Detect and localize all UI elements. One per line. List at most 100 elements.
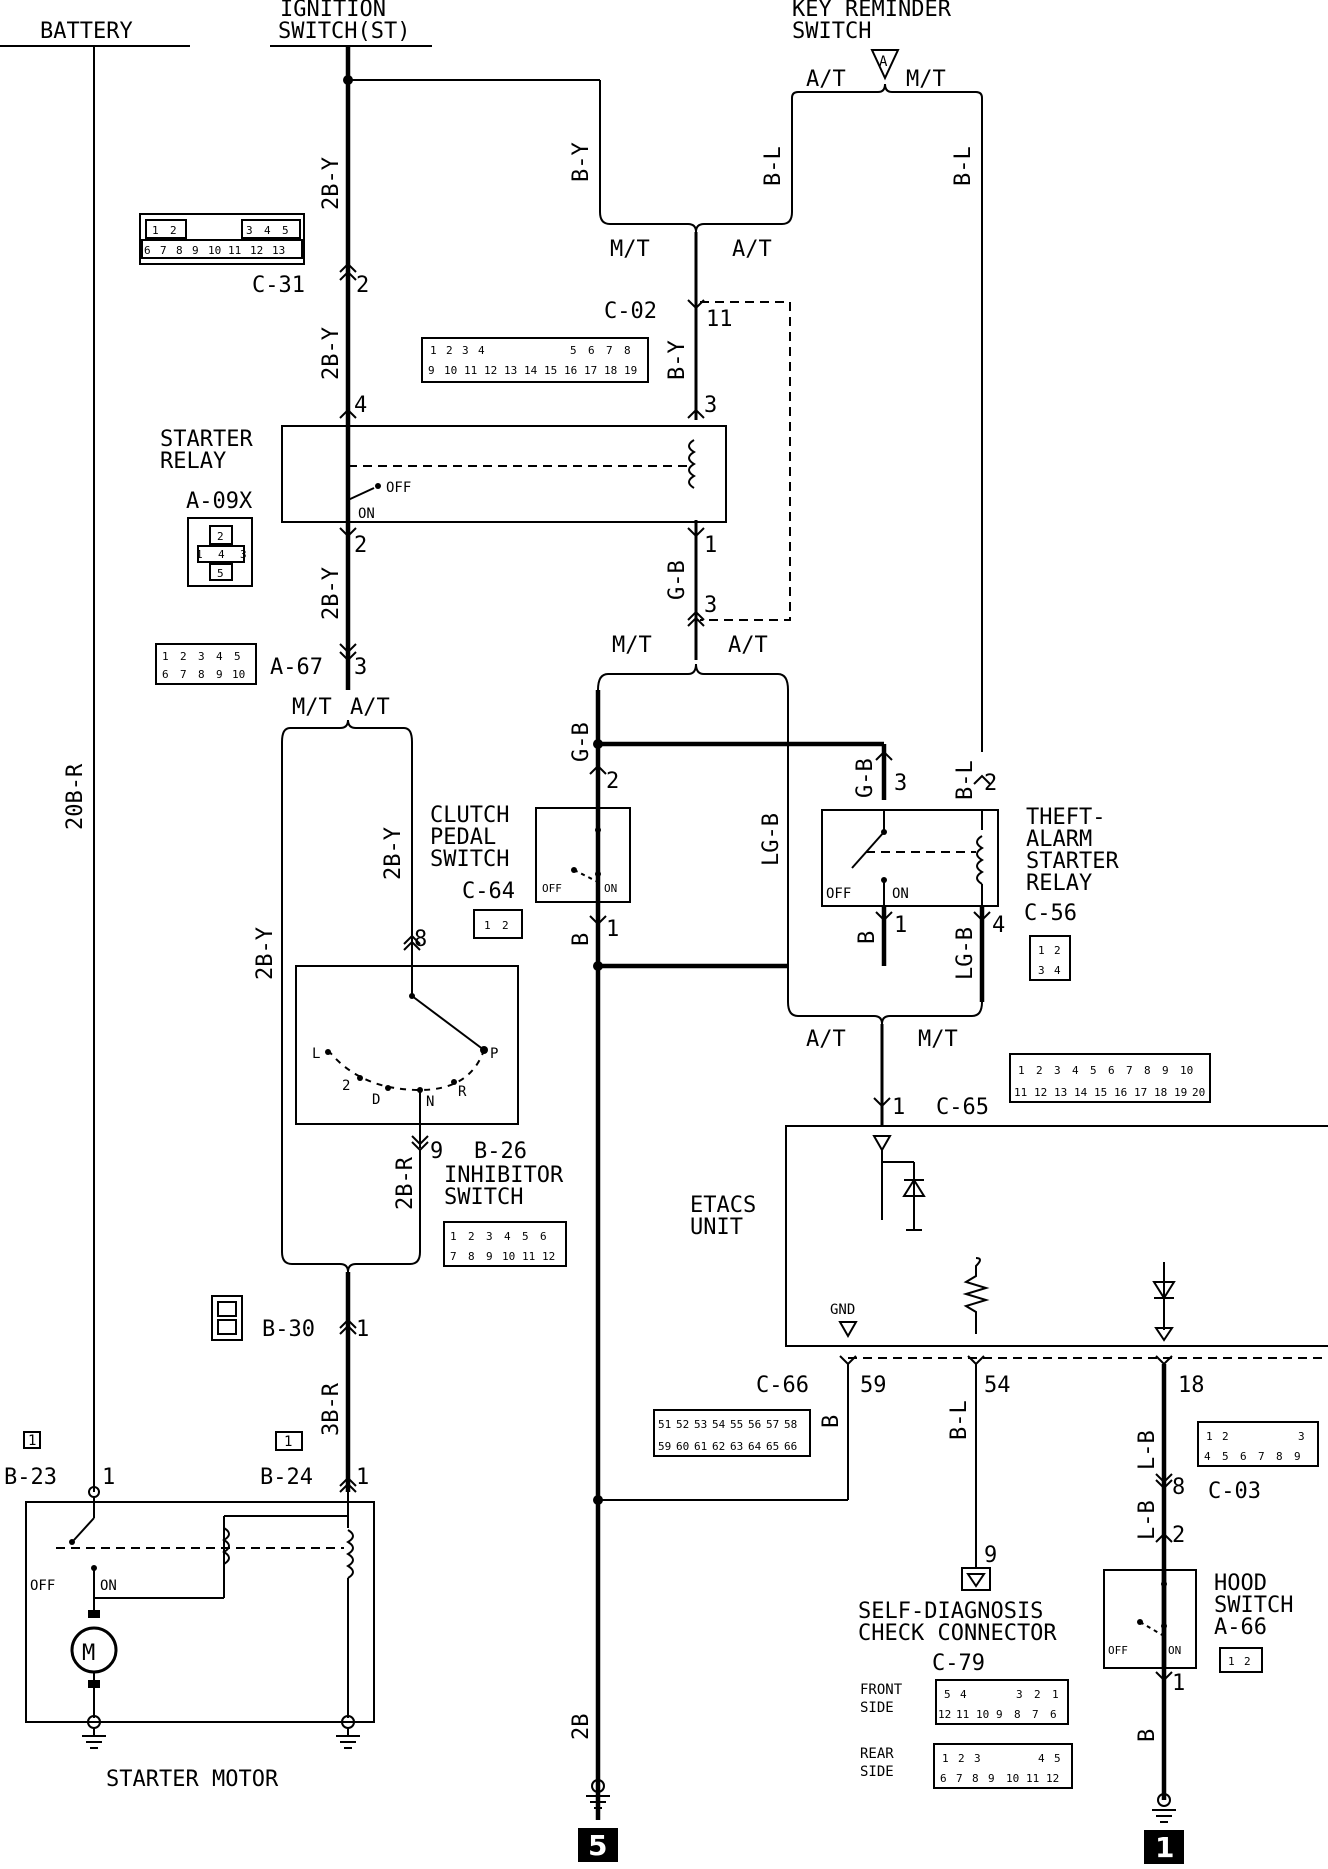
c31-label: C-31 [252, 273, 305, 298]
hood-switch: OFF ON HOOD SWITCH A-66 [1103, 1569, 1293, 1669]
battery-label: BATTERY [40, 19, 133, 44]
svg-text:17: 17 [584, 364, 597, 377]
svg-text:55: 55 [730, 1418, 743, 1431]
svg-text:7: 7 [450, 1250, 457, 1263]
svg-text:7: 7 [956, 1772, 963, 1785]
c31-pin: 2 [356, 273, 369, 298]
svg-text:2: 2 [1054, 944, 1061, 957]
a09x-connector-icon: 2 1 4 3 5 [187, 517, 253, 587]
svg-text:2: 2 [1036, 1064, 1043, 1077]
c66-label: C-66 [756, 1373, 809, 1398]
relay-off: OFF [386, 480, 411, 496]
svg-text:3: 3 [462, 344, 469, 357]
inhibitor-pin8: 8 [414, 927, 427, 952]
theft-label-2: ALARM [1026, 827, 1092, 852]
svg-text:13: 13 [504, 364, 517, 377]
svg-text:8: 8 [1014, 1708, 1021, 1721]
svg-text:8: 8 [624, 344, 631, 357]
inh-pos-l: L [312, 1046, 320, 1062]
motor-on: ON [100, 1578, 117, 1594]
ground-icon [586, 1779, 610, 1809]
wire-label-2by-at: 2B-Y [381, 827, 406, 880]
svg-text:3: 3 [1298, 1430, 1305, 1443]
svg-text:3: 3 [1054, 1064, 1061, 1077]
theft-pin1: 1 [894, 913, 907, 938]
inh-pos-p: P [490, 1046, 498, 1062]
c02-connector-icon: 1 2 3 4 5 6 7 8 9 10 11 12 13 14 15 16 1… [421, 337, 649, 383]
b24-code: 1 [284, 1434, 292, 1450]
svg-text:13: 13 [1054, 1086, 1067, 1099]
svg-text:11: 11 [464, 364, 477, 377]
c79-label: C-79 [932, 1651, 985, 1676]
clutch-off: OFF [542, 882, 562, 895]
svg-text:2: 2 [180, 650, 187, 663]
starter-relay-label-1: STARTER [160, 427, 253, 452]
svg-text:11: 11 [1026, 1772, 1039, 1785]
svg-text:6: 6 [588, 344, 595, 357]
c79-rear-connector-icon: 1 2 3 4 5 6 7 8 9 10 11 12 [933, 1743, 1073, 1789]
svg-text:14: 14 [524, 364, 538, 377]
hood-label-2: SWITCH [1214, 1593, 1293, 1618]
svg-text:9: 9 [192, 244, 199, 257]
hood-pin1: 1 [1172, 1671, 1185, 1696]
wire-label-bl-4: B-L [947, 1400, 972, 1440]
wire-label-lgb-1: LG-B [759, 813, 784, 866]
relay-pin4: 4 [354, 393, 367, 418]
wire-label-by-2: B-Y [665, 340, 690, 380]
svg-text:16: 16 [1114, 1086, 1127, 1099]
etacs-at-label: A/T [806, 1027, 846, 1052]
svg-text:6: 6 [162, 668, 169, 681]
etacs-label-2: UNIT [690, 1215, 743, 1240]
svg-text:10: 10 [976, 1708, 989, 1721]
svg-text:19: 19 [624, 364, 637, 377]
wire-label-3br: 3B-R [319, 1382, 344, 1436]
inhibitor-label-1: INHIBITOR [444, 1163, 564, 1188]
inh-at-label: A/T [350, 695, 390, 720]
c02-label: C-02 [604, 299, 657, 324]
svg-text:8: 8 [198, 668, 205, 681]
a67-label: A-67 [270, 655, 323, 680]
c64-connector-icon: 1 2 [473, 909, 523, 939]
ground-marker-right [1144, 1830, 1184, 1864]
a66-label: A-66 [1214, 1615, 1267, 1640]
wire-label-b-4: B [1135, 1729, 1160, 1742]
svg-text:4: 4 [1054, 964, 1061, 977]
starter-relay: STARTER RELAY 4 OFF ON 2 [160, 393, 727, 558]
relay-coil-pin1: 1 [704, 533, 717, 558]
svg-text:11: 11 [956, 1708, 969, 1721]
battery-source: BATTERY [0, 19, 190, 47]
svg-text:5: 5 [282, 224, 289, 237]
c79-front-2: SIDE [860, 1700, 894, 1716]
key-reminder-connector-icon [870, 49, 900, 81]
svg-text:4: 4 [478, 344, 485, 357]
svg-text:61: 61 [694, 1440, 707, 1453]
svg-text:4: 4 [960, 1688, 967, 1701]
clutch-label-2: PEDAL [430, 825, 496, 850]
svg-text:7: 7 [1126, 1064, 1133, 1077]
svg-text:10: 10 [232, 668, 245, 681]
svg-text:7: 7 [1258, 1450, 1265, 1463]
ground-icon [82, 1715, 106, 1749]
svg-text:18: 18 [1154, 1086, 1167, 1099]
c79-front-1: FRONT [860, 1682, 903, 1698]
c03-connector-icon: 1 2 3 4 5 6 7 8 9 [1197, 1421, 1319, 1467]
selfdiag-label-2: CHECK CONNECTOR [858, 1621, 1057, 1646]
ground-marker-left [578, 1828, 618, 1862]
svg-text:1: 1 [450, 1230, 457, 1243]
svg-text:1: 1 [430, 344, 437, 357]
svg-text:6: 6 [1240, 1450, 1247, 1463]
svg-text:3: 3 [246, 224, 253, 237]
ignition-label-1: IGNITION [280, 0, 386, 22]
c79-rear-2: SIDE [860, 1764, 894, 1780]
svg-text:5: 5 [1222, 1450, 1229, 1463]
motor-symbol: M [82, 1641, 95, 1666]
c65-pin: 1 [892, 1095, 905, 1120]
svg-text:8: 8 [1276, 1450, 1283, 1463]
theft-label-1: THEFT- [1026, 805, 1105, 830]
wire-label-bl-1: B-L [761, 146, 786, 186]
wire-label-b-3: B [819, 1415, 844, 1428]
theft-pin2: 2 [984, 771, 997, 796]
theft-alarm-starter-relay: OFF ON THEFT- ALARM STARTER RELAY C-56 [821, 805, 1119, 926]
svg-text:1: 1 [942, 1752, 949, 1765]
